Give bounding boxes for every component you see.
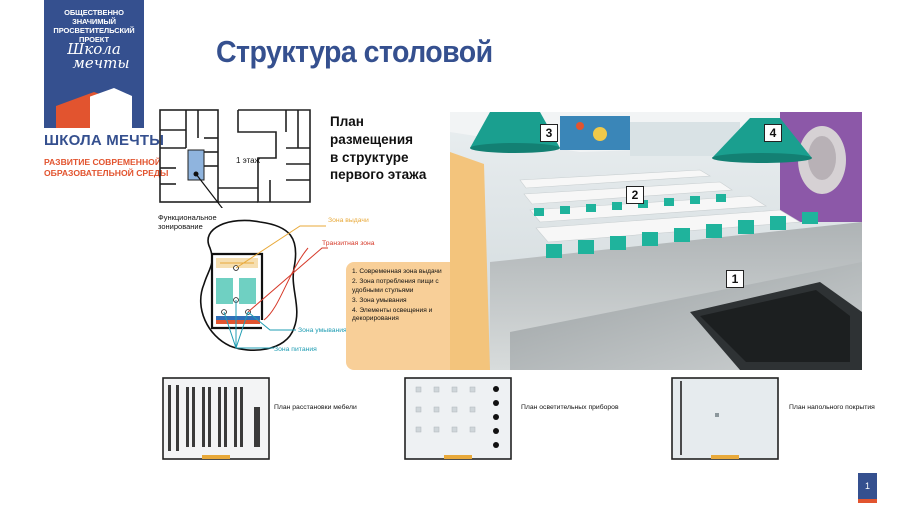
lighting-plan [404,377,512,460]
render-marker-4: 4 [764,124,782,142]
zone-label-eat: Зона питания [274,346,317,353]
legend-box: 1. Современная зона выдачи 2. Зона потре… [346,262,450,370]
zone-label-serve: Зона выдачи [328,217,369,224]
legend-item: 4. Элементы освещения и декорирования [352,306,433,323]
brand-script-logo: Школа мечты [67,40,130,73]
canteen-render-image: 3 4 2 1 [450,112,862,370]
zone-label-transit: Транзитная зона [322,240,375,247]
flooring-plan-label: План напольного покрытия [789,404,875,411]
brand-tagline: ОБЩЕСТВЕННО ЗНАЧИМЫЙ ПРОСВЕТИТЕЛЬСКИЙ ПР… [53,8,135,44]
render-marker-3: 3 [540,124,558,142]
furniture-plan-label: План расстановки мебели [274,404,357,411]
functional-zoning-label: Функциональное зонирование [158,213,217,232]
brand-name: ШКОЛА МЕЧТЫ [44,132,165,149]
zoning-diagram [199,219,328,351]
flooring-plan [671,377,779,460]
house-icon [56,88,132,128]
floor-label: 1 этаж [236,156,260,165]
brand-subtitle: РАЗВИТИЕ СОВРЕМЕННОЙ ОБРАЗОВАТЕЛЬНОЙ СРЕ… [44,157,169,179]
first-floor-plan [159,109,311,208]
page-number-accent [858,499,877,503]
render-marker-2: 2 [626,186,644,204]
plan-heading: План размещения в структуре первого этаж… [330,114,427,183]
brand-logo-panel: ОБЩЕСТВЕННО ЗНАЧИМЫЙ ПРОСВЕТИТЕЛЬСКИЙ ПР… [44,0,144,128]
legend-item: 2. Зона потребления пищи с удобными стул… [352,277,439,294]
page-number: 1 [858,473,877,499]
furniture-plan [162,377,270,460]
page-title: Структура столовой [216,34,493,69]
render-illustration [450,112,862,370]
zone-label-wash: Зона умывания [298,327,347,334]
lighting-plan-label: План осветительных приборов [521,404,619,411]
render-marker-1: 1 [726,270,744,288]
legend-item: 1. Современная зона выдачи [352,268,442,275]
legend-item: 3. Зона умывания [352,296,407,304]
